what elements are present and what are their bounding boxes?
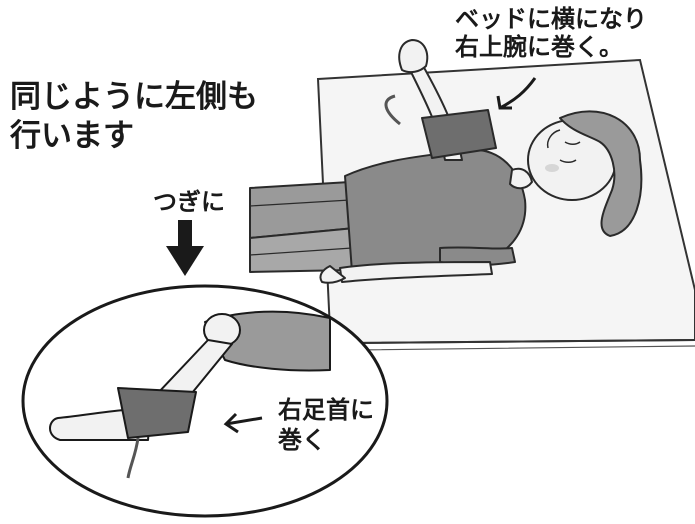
instruction-left-side-line1: 同じように左側も [10,79,258,115]
ankle-arrow [223,412,263,434]
instruction-upper-arm-line2: 右上腕に巻く。 [455,32,623,61]
down-arrow [166,220,204,276]
instruction-ankle-line2: 巻く [278,426,326,454]
instruction-ankle-line1: 右足首に [278,396,374,424]
instruction-upper-arm-line1: ベッドに横になり [455,5,647,33]
cuff-arrow [496,77,537,110]
instruction-upper-arm: ベッドに横になり 右上腕に巻く。 [455,5,647,61]
instruction-ankle: 右足首に 巻く [278,395,374,455]
instruction-left-side-line2: 行います [10,117,134,154]
instruction-left-side: 同じように左側も 行います [10,78,258,156]
lying-person [249,39,643,284]
ankle-detail [21,284,389,518]
next-label: つぎに [153,188,225,216]
